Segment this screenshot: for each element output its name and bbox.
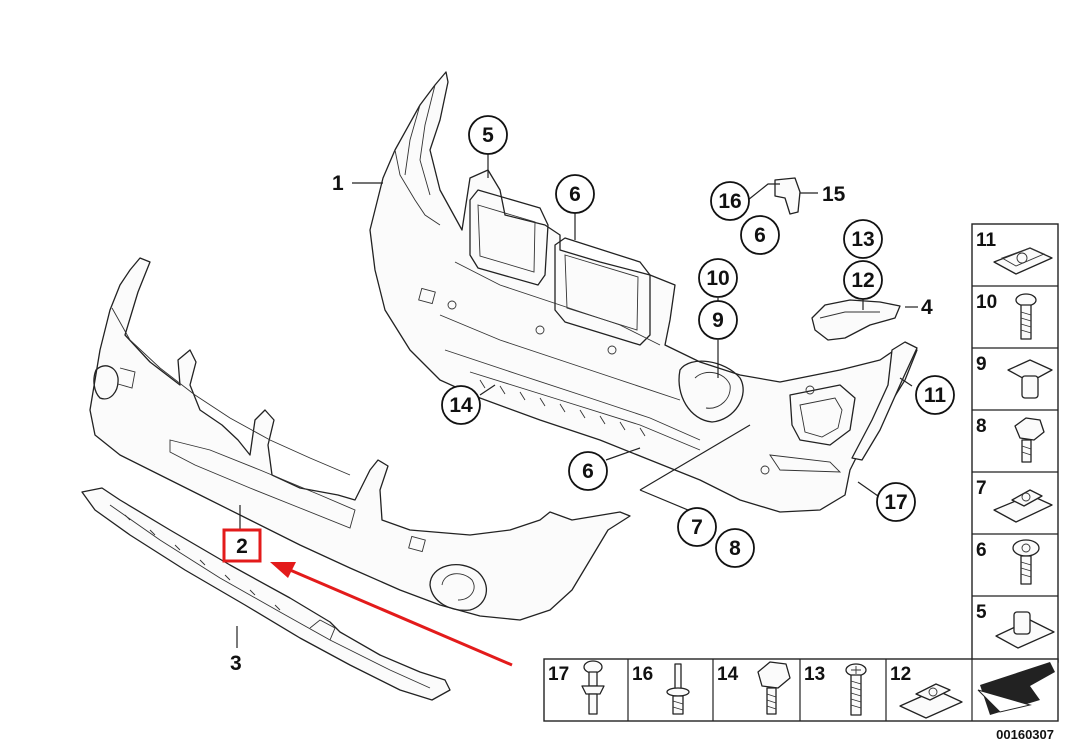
callout-16: 16 (710, 181, 750, 221)
callout-6-top: 6 (555, 174, 595, 214)
fastener-legend-column: 11 10 9 8 7 6 (971, 223, 1059, 663)
direction-arrow-icon (977, 662, 1055, 715)
svg-text:10: 10 (706, 267, 729, 290)
svg-text:16: 16 (718, 190, 741, 213)
svg-text:6: 6 (569, 183, 581, 206)
callout-5: 5 (468, 115, 508, 155)
bracket-15 (774, 177, 801, 215)
leader-lines (236, 153, 918, 648)
flange-screw-icon (1012, 539, 1040, 585)
expansion-nut-icon (1007, 359, 1053, 399)
callout-12: 12 (843, 260, 883, 300)
bracket-4 (811, 299, 901, 341)
legend-label-6: 6 (976, 540, 987, 561)
side-bracket-11 (851, 341, 918, 461)
svg-text:13: 13 (851, 228, 874, 251)
fastener-legend-row: 17 16 14 13 12 (543, 658, 1059, 722)
legend-label-17: 17 (548, 664, 569, 685)
svg-text:6: 6 (754, 224, 766, 247)
callout-11: 11 (915, 375, 955, 415)
legend-label-16: 16 (632, 664, 653, 685)
cage-nut-icon (995, 611, 1055, 649)
callout-10: 10 (698, 258, 738, 298)
legend-label-11: 11 (976, 230, 997, 251)
legend-label-9: 9 (976, 354, 987, 375)
highlight-part-2: 2 (222, 528, 262, 563)
svg-text:12: 12 (851, 269, 874, 292)
label-3: 3 (230, 652, 242, 675)
legend-label-13: 13 (804, 664, 825, 685)
svg-text:7: 7 (691, 516, 703, 539)
lower-trim-panel (89, 257, 631, 621)
front-spoiler (81, 487, 451, 701)
callout-17: 17 (876, 482, 916, 522)
svg-text:8: 8 (729, 537, 741, 560)
label-15: 15 (822, 183, 846, 206)
svg-text:2: 2 (236, 535, 248, 558)
callout-6-bracket: 6 (740, 215, 780, 255)
svg-text:9: 9 (712, 309, 724, 332)
legend-label-5: 5 (976, 602, 987, 623)
callout-6-lower: 6 (568, 451, 608, 491)
callout-14: 14 (441, 385, 481, 425)
u-clip-nut-icon (899, 683, 963, 719)
bumper-cover-assembly (369, 71, 918, 513)
svg-text:6: 6 (582, 460, 594, 483)
red-pointer-arrow (270, 562, 513, 667)
svg-text:17: 17 (884, 491, 907, 514)
legend-label-12: 12 (890, 664, 911, 685)
callout-7: 7 (677, 507, 717, 547)
svg-text:5: 5 (482, 124, 494, 147)
legend-label-8: 8 (976, 416, 987, 437)
callout-8: 8 (715, 528, 755, 568)
label-1: 1 (332, 172, 344, 195)
callout-9: 9 (698, 300, 738, 340)
screw-icon (1015, 293, 1037, 340)
pan-head-screw-icon (845, 663, 867, 716)
legend-label-7: 7 (976, 478, 987, 499)
svg-text:14: 14 (449, 394, 473, 417)
svg-text:11: 11 (924, 384, 947, 407)
hex-head-bolt-icon (757, 661, 791, 715)
spring-nut-icon (993, 489, 1053, 523)
hex-bolt-icon (1014, 417, 1045, 463)
label-4: 4 (921, 296, 933, 319)
push-rivet-icon (581, 660, 605, 715)
expanding-pin-icon (666, 663, 690, 715)
clip-nut-icon (993, 247, 1053, 275)
legend-label-14: 14 (717, 664, 739, 685)
callout-13: 13 (843, 219, 883, 259)
legend-label-10: 10 (976, 292, 997, 313)
diagram-reference-code: 00160307 (996, 727, 1054, 742)
